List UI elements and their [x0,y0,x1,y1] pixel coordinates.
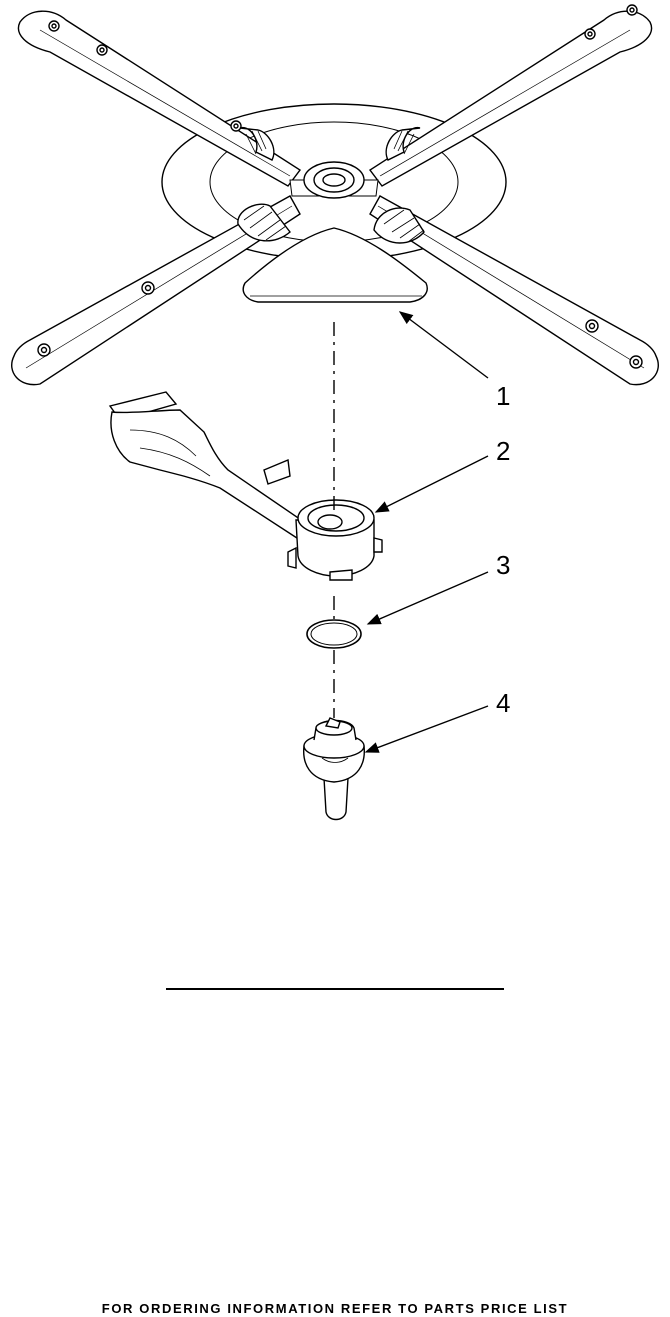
divider-rule [166,988,504,990]
coupling-valve [304,718,365,820]
leader-2 [376,456,488,512]
exploded-parts-diagram [0,0,670,1000]
callout-1: 1 [496,383,510,409]
callout-3: 3 [496,552,510,578]
callout-2: 2 [496,438,510,464]
o-ring [307,620,361,648]
spray-arm-assembly [12,5,659,385]
leader-1 [400,312,488,378]
callout-4: 4 [496,690,510,716]
ordering-info-footer: FOR ORDERING INFORMATION REFER TO PARTS … [0,1301,670,1316]
leader-lines [366,312,488,752]
leader-3 [368,572,488,624]
arm-upper-left [18,11,300,186]
leader-4 [366,706,488,752]
spray-manifold [110,392,382,580]
arm-upper-right [370,5,652,186]
